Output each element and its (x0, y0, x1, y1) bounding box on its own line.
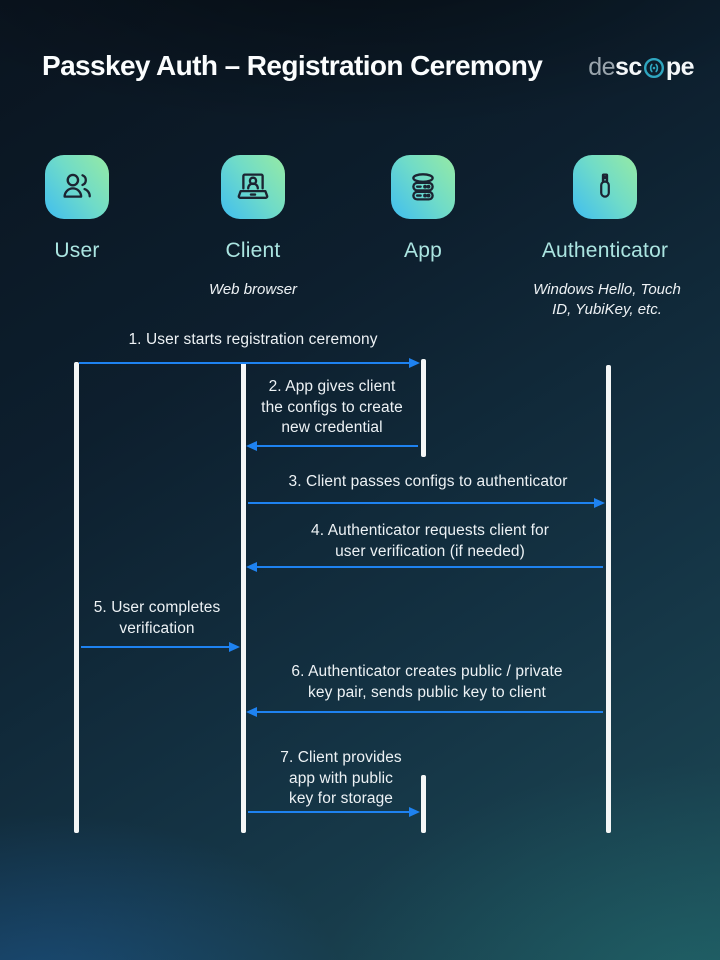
actor-label-client: Client (225, 239, 281, 262)
users-icon (63, 173, 91, 198)
step-4-label: 4. Authenticator requests client for use… (311, 522, 549, 560)
lifeline-client (241, 362, 246, 833)
page-title: Passkey Auth – Registration Ceremony (42, 50, 543, 81)
step-1-arrow (79, 358, 420, 368)
step-6-arrow (246, 707, 603, 717)
step-6-label: 6. Authenticator creates public / privat… (291, 663, 563, 701)
step-5-label: 5. User completes verification (93, 599, 221, 637)
logo-text-sc: sc (615, 53, 642, 81)
actor-tile-client (221, 155, 285, 219)
lifeline-authenticator (606, 365, 611, 833)
lifeline-app-bottom (421, 775, 426, 833)
actor-tile-user (45, 155, 109, 219)
actor-tile-app (391, 155, 455, 219)
descope-logo: de sc pe (588, 53, 694, 82)
logo-text-pe: pe (665, 53, 695, 81)
step-1-label: 1. User starts registration ceremony (128, 331, 378, 348)
actor-label-authenticator: Authenticator (541, 239, 669, 262)
step-7-label: 7. Client provides app with public key f… (280, 749, 402, 807)
subtitle-client: Web browser (208, 281, 298, 298)
step-3-label: 3. Client passes configs to authenticato… (288, 473, 568, 490)
actor-label-user: User (54, 239, 100, 262)
actor-label-app: App (404, 239, 442, 262)
laptop-user-icon (237, 173, 269, 199)
logo-text-de: de (588, 53, 615, 81)
descope-o-icon (642, 57, 666, 79)
step-3-arrow (248, 498, 605, 508)
step-7-arrow (248, 807, 420, 817)
step-4-arrow (246, 562, 603, 572)
lifeline-user (74, 362, 79, 833)
usb-key-icon (600, 173, 610, 198)
step-5-arrow (81, 642, 240, 652)
actor-tile-authenticator (573, 155, 637, 219)
lifeline-app-top (421, 359, 426, 457)
step-2-arrow (246, 441, 418, 451)
subtitle-authenticator: Windows Hello, Touch ID, YubiKey, etc. (533, 281, 681, 318)
server-stack-icon (412, 173, 434, 201)
step-2-label: 2. App gives client the configs to creat… (261, 378, 403, 436)
